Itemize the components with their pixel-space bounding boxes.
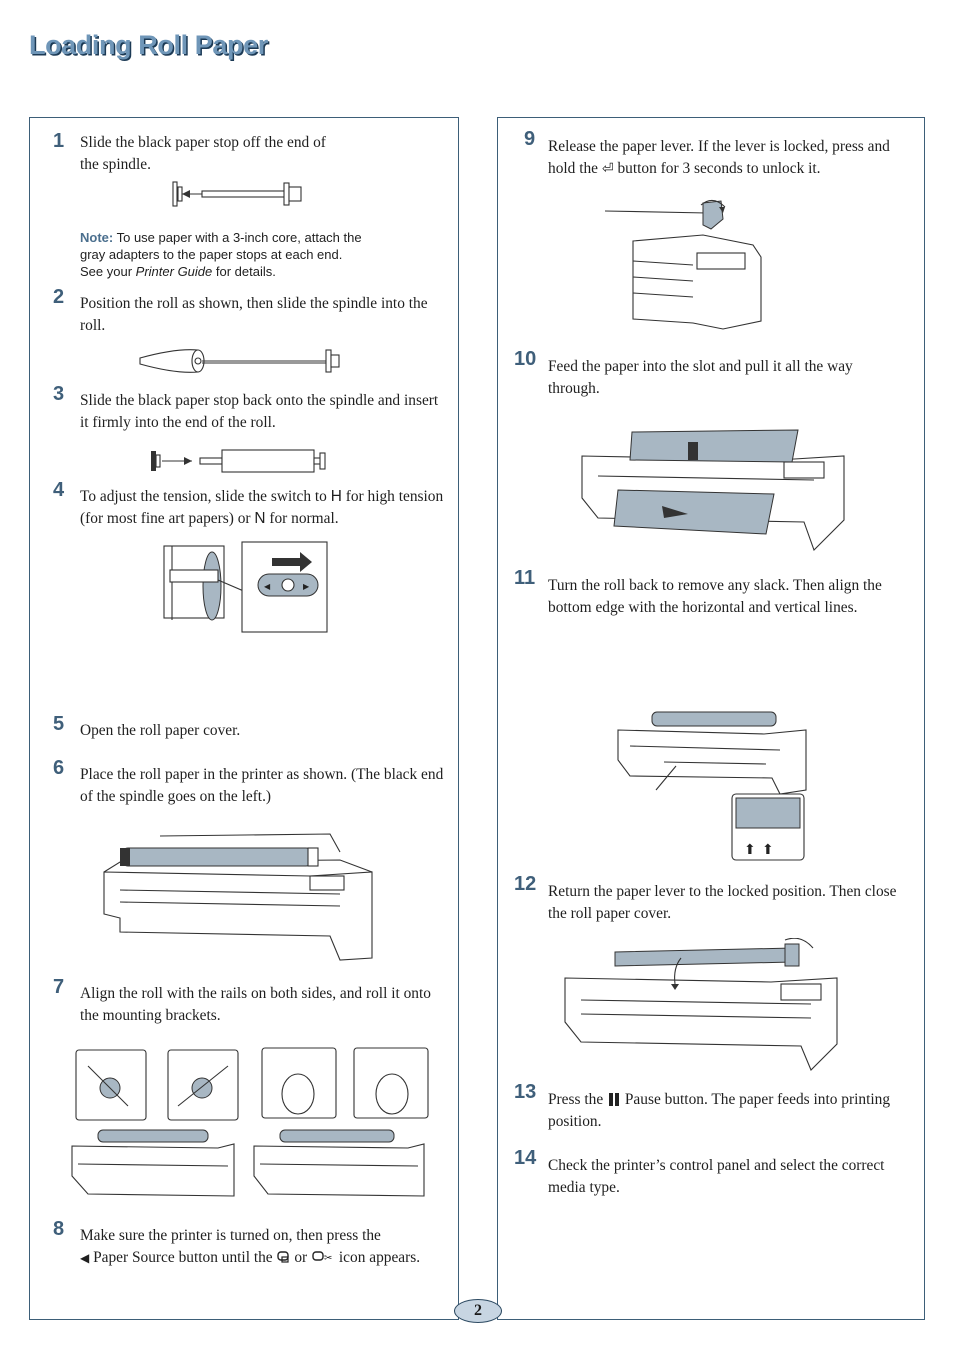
svg-text:◀: ◀ — [264, 582, 271, 591]
roll-spindle-illustration — [136, 346, 346, 376]
step-text: Align the roll with the rails on both si… — [80, 985, 431, 1024]
tension-high-key: H — [330, 488, 342, 505]
step-text: Turn the roll back to remove any slack. … — [548, 577, 882, 616]
step-4: 4 To adjust the tension, slide the switc… — [30, 479, 450, 534]
step-text: Slide the black paper stop back onto the… — [80, 392, 439, 431]
note: Note: To use paper with a 3-inch core, a… — [80, 230, 362, 279]
right-panel — [497, 117, 925, 1320]
step-1: 1 Slide the black paper stop off the end… — [30, 130, 450, 190]
step-10: 10 Feed the paper into the slot and pull… — [498, 348, 918, 403]
svg-text:⬆: ⬆ — [762, 842, 774, 858]
step-number: 8 — [53, 1218, 65, 1240]
step-text: To adjust the tension, slide the switch … — [80, 488, 444, 527]
step-13: 13 Press the Pause button. The paper fee… — [498, 1081, 918, 1136]
svg-text:✂: ✂ — [324, 1253, 332, 1264]
step-number: 11 — [514, 567, 536, 589]
pause-icon — [607, 1091, 621, 1108]
step-6: 6 Place the roll paper in the printer as… — [30, 757, 450, 812]
step-text: Check the printer’s control panel and se… — [548, 1157, 885, 1196]
enter-icon: ⏎ — [601, 159, 614, 176]
paper-source-icon: ◀ — [80, 1250, 90, 1265]
step-text: Release the paper lever. If the lever is… — [548, 138, 890, 177]
step-number: 4 — [53, 479, 65, 501]
step-7: 7 Align the roll with the rails on both … — [30, 976, 450, 1031]
roll-cutter-icon: ✂ — [311, 1249, 335, 1266]
paper-lever-illustration — [603, 197, 765, 333]
step-number: 7 — [53, 976, 65, 998]
svg-text:⬆: ⬆ — [744, 842, 756, 858]
step-14: 14 Check the printer’s control panel and… — [498, 1147, 918, 1202]
printer-roll-placement-illustration — [100, 832, 380, 964]
step-text: Position the roll as shown, then slide t… — [80, 295, 428, 334]
left-panel — [29, 117, 459, 1320]
tension-normal-key: N — [254, 509, 266, 527]
step-5: 5 Open the roll paper cover. — [30, 713, 450, 748]
paper-align-illustration: ⬆ ⬆ — [616, 706, 811, 864]
step-12: 12 Return the paper lever to the locked … — [498, 873, 918, 928]
page-number: 2 — [454, 1299, 502, 1323]
step-number: 2 — [53, 286, 65, 308]
step-number: 12 — [514, 873, 537, 895]
roll-alignment-illustration — [68, 1046, 433, 1201]
spindle-stop-illustration — [170, 178, 310, 210]
roll-paper-icon — [276, 1249, 290, 1266]
close-cover-illustration — [561, 938, 843, 1074]
step-9: 9 Release the paper lever. If the lever … — [498, 128, 918, 183]
step-text: Slide the black paper stop off the end o… — [80, 134, 326, 173]
step-number: 13 — [514, 1081, 537, 1103]
step-number: 1 — [53, 130, 65, 152]
paper-feed-illustration — [578, 422, 850, 552]
step-number: 3 — [53, 383, 65, 405]
step-number: 14 — [514, 1147, 537, 1169]
step-8: 8 Make sure the printer is turned on, th… — [30, 1218, 450, 1293]
step-text: Feed the paper into the slot and pull it… — [548, 358, 853, 397]
tension-switch-illustration: ◀ ▶ — [160, 540, 330, 635]
step-text: Make sure the printer is turned on, then… — [80, 1227, 421, 1266]
step-11: 11 Turn the roll back to remove any slac… — [498, 567, 918, 642]
paper-stop-insert-illustration — [148, 447, 333, 475]
step-text: Open the roll paper cover. — [80, 722, 241, 739]
step-number: 5 — [53, 713, 65, 735]
step-2: 2 Position the roll as shown, then slide… — [30, 286, 450, 341]
step-number: 10 — [514, 348, 537, 370]
step-text: Press the Pause button. The paper feeds … — [548, 1091, 891, 1130]
page-title: Loading Roll Paper — [29, 30, 268, 60]
step-number: 6 — [53, 757, 65, 779]
step-text: Return the paper lever to the locked pos… — [548, 883, 897, 922]
step-number: 9 — [524, 128, 536, 150]
step-3: 3 Slide the black paper stop back onto t… — [30, 383, 450, 438]
step-text: Place the roll paper in the printer as s… — [80, 766, 444, 805]
svg-text:▶: ▶ — [303, 582, 310, 591]
